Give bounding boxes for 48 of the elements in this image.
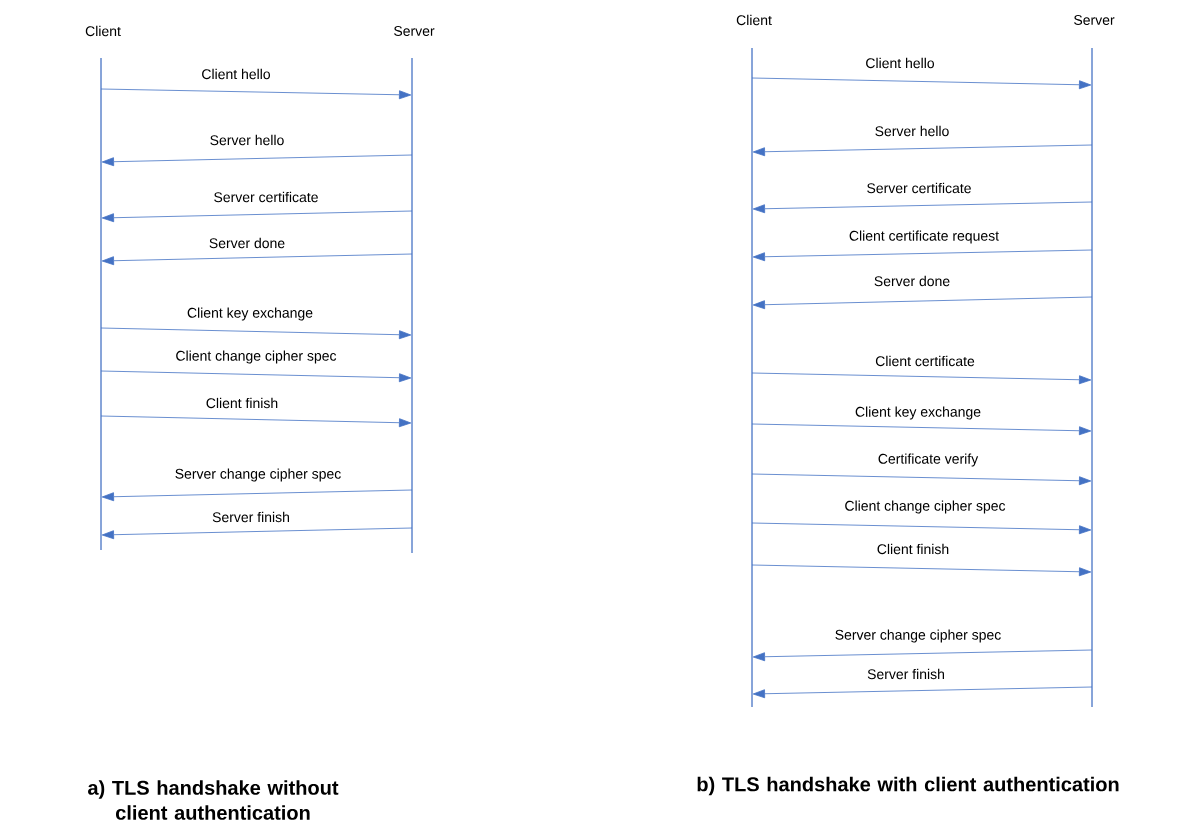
message-arrow	[751, 564, 1092, 577]
message-label: Client finish	[877, 543, 949, 555]
message-label: Client change cipher spec	[845, 500, 1006, 514]
message-label: Client key exchange	[187, 307, 313, 321]
message-label: Client key exchange	[855, 406, 981, 420]
message-label: Server change cipher spec	[175, 468, 341, 482]
message-label: Client hello	[866, 57, 934, 69]
message-arrow	[101, 253, 413, 266]
message-arrow	[101, 489, 413, 502]
message-label: Client hello	[202, 68, 270, 80]
message-arrow	[751, 423, 1092, 436]
lifeline-header: Client	[736, 14, 772, 26]
message-label: Server finish	[212, 511, 289, 523]
message-arrow	[752, 686, 1093, 699]
message-label: Server hello	[875, 125, 949, 137]
message-label: Server done	[209, 237, 285, 249]
message-arrow	[100, 88, 412, 100]
message-label: Server done	[874, 275, 950, 287]
message-arrow	[752, 649, 1093, 662]
message-arrow	[101, 527, 413, 540]
message-arrow	[100, 327, 412, 340]
message-label: Server change cipher spec	[835, 629, 1001, 643]
message-label: Server certificate	[867, 182, 971, 194]
message-label: Client finish	[206, 397, 278, 409]
lifeline-header: Server	[1074, 15, 1115, 25]
message-label: Client certificate request	[849, 230, 999, 244]
message-arrow	[751, 77, 1092, 90]
lifeline-header: Server	[394, 26, 435, 36]
message-label: Certificate verify	[878, 453, 979, 467]
message-label: Server certificate	[214, 191, 318, 203]
message-arrow	[100, 370, 412, 383]
caption: b) TLS handshake with client authentication	[697, 776, 1119, 796]
lifeline-header: Client	[85, 25, 121, 37]
message-arrow	[752, 144, 1093, 157]
message-arrow	[101, 210, 413, 223]
message-arrow	[751, 522, 1092, 535]
message-label: Client change cipher spec	[176, 350, 337, 364]
message-arrow	[101, 154, 413, 167]
message-arrow	[751, 372, 1092, 385]
message-label: Server finish	[867, 668, 944, 680]
message-arrow	[752, 296, 1093, 310]
message-arrow	[751, 473, 1092, 486]
message-arrow	[752, 201, 1093, 214]
message-label: Client certificate	[875, 355, 975, 367]
message-arrow	[100, 415, 412, 428]
caption: a) TLS handshake without client authentication	[88, 780, 339, 820]
message-label: Server hello	[210, 134, 284, 146]
message-arrow	[752, 249, 1093, 262]
